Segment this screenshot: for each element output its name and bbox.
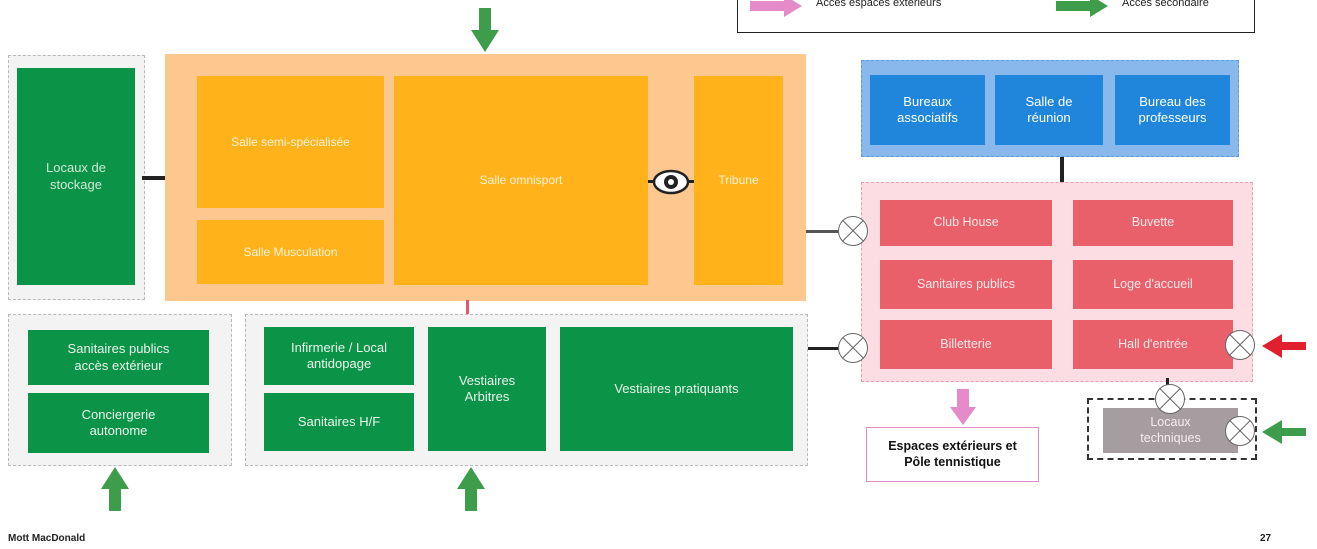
storage-connector	[142, 176, 166, 180]
sanitaires-exterieur-block: Sanitaires publics accès extérieur	[28, 330, 209, 385]
vestiaires-billetterie-connector	[806, 347, 844, 350]
eye-icon	[652, 169, 690, 195]
access-point-billetterie-icon	[838, 333, 868, 363]
hall-vestiaires-connector	[466, 300, 469, 314]
offices-connector	[1060, 157, 1064, 182]
footer-page-number: 27	[1260, 533, 1272, 544]
buvette-block: Buvette	[1073, 200, 1233, 246]
legend-box: Accès espaces extérieurs Accès secondair…	[737, 0, 1255, 33]
salle-reunion-block: Salle de réunion	[995, 75, 1103, 145]
conciergerie-block: Conciergerie autonome	[28, 393, 209, 453]
espaces-exterieurs-block: Espaces extérieurs et Pôle tennistique	[866, 427, 1039, 482]
legend-green-arrow-icon	[1056, 0, 1108, 17]
locaux-stockage-block: Locaux de stockage	[17, 68, 135, 285]
salle-musculation-block: Salle Musculation	[197, 220, 384, 284]
hall-public-connector	[806, 230, 844, 233]
bureaux-associatifs-block: Bureaux associatifs	[870, 75, 985, 145]
billetterie-block: Billetterie	[880, 320, 1052, 369]
salle-semi-specialisee-block: Salle semi-spécialisée	[197, 76, 384, 208]
tribune-block: Tribune	[694, 76, 783, 285]
access-point-technique-icon	[1225, 416, 1255, 446]
pink-arrow-down-icon	[950, 389, 976, 425]
legend-label-secondary: Accès secondaire	[1122, 0, 1209, 9]
legend-pink-arrow-icon	[750, 0, 802, 17]
vestiaires-arbitres-block: Vestiaires Arbitres	[428, 327, 546, 451]
access-point-technique-top-icon	[1155, 384, 1185, 414]
access-point-hall-icon	[1225, 330, 1255, 360]
legend-label-exterior: Accès espaces extérieurs	[816, 0, 942, 9]
green-arrow-left-icon	[1262, 420, 1306, 444]
access-point-club-icon	[838, 216, 868, 246]
sanitaires-publics-block: Sanitaires publics	[880, 260, 1052, 309]
hall-entree-block: Hall d'entrée	[1073, 320, 1233, 369]
locaux-techniques-block: Locaux techniques	[1103, 408, 1238, 453]
green-arrow-up-middle-icon	[457, 467, 485, 511]
club-house-block: Club House	[880, 200, 1052, 246]
red-arrow-left-icon	[1262, 334, 1306, 358]
bureau-professeurs-block: Bureau des professeurs	[1115, 75, 1230, 145]
salle-omnisport-block: Salle omnisport	[394, 76, 648, 285]
green-arrow-up-left-icon	[101, 467, 129, 511]
loge-accueil-block: Loge d'accueil	[1073, 260, 1233, 309]
sanitaires-hf-block: Sanitaires H/F	[264, 393, 414, 451]
green-arrow-down-top-icon	[471, 8, 499, 52]
vestiaires-pratiquants-block: Vestiaires pratiquants	[560, 327, 793, 451]
footer-company: Mott MacDonald	[8, 533, 86, 544]
infirmerie-block: Infirmerie / Local antidopage	[264, 327, 414, 385]
